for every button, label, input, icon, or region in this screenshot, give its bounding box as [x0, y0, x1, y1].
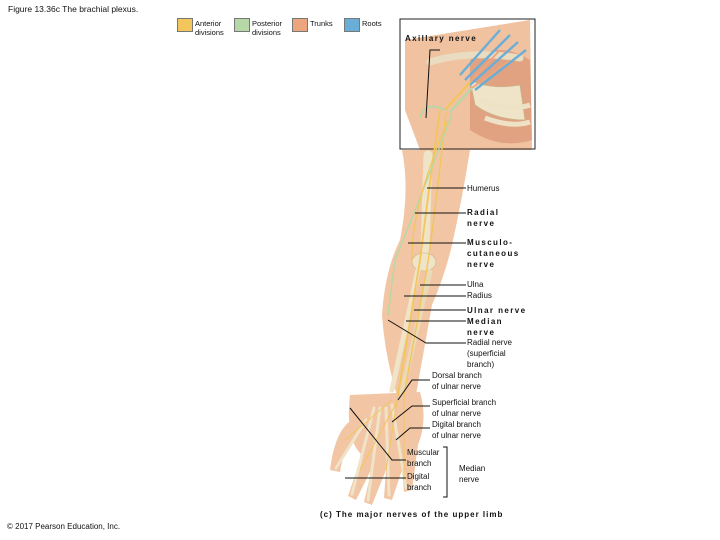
label-musculocutaneous-line1: Musculo- — [467, 238, 514, 247]
label-radial-nerve: Radial nerve — [467, 207, 499, 229]
label-muscular-branch-line1: Muscular — [407, 448, 440, 457]
leader-radial-superficial — [387, 319, 466, 344]
label-dorsal-branch-line2: of ulnar nerve — [432, 382, 481, 391]
label-median-nerve-line2: nerve — [467, 328, 496, 337]
brachial-plexus-roots — [419, 29, 527, 119]
leader-superficial-branch — [391, 405, 430, 423]
label-muscular-branch: Muscular branch — [407, 447, 439, 469]
label-radial-superficial-line3: branch) — [467, 360, 495, 369]
label-humerus: Humerus — [467, 184, 500, 193]
label-axillary-nerve: Axillary nerve — [405, 34, 478, 43]
rib-1 — [479, 97, 531, 111]
label-digital-branch-ulnar: Digital branch of ulnar nerve — [432, 419, 481, 441]
legend-posterior-line2: divisions — [252, 28, 281, 37]
figure-title: Figure 13.36c The brachial plexus. — [8, 4, 139, 14]
label-superficial-branch-line2: of ulnar nerve — [432, 409, 481, 418]
label-radial-superficial-line2: (superficial — [467, 349, 506, 358]
label-median-nerve: Median nerve — [467, 316, 503, 338]
figure-caption: (c) The major nerves of the upper limb — [320, 510, 504, 519]
rib-2 — [484, 115, 531, 127]
label-musculocutaneous-line2: cutaneous — [467, 249, 520, 258]
label-median-group-line2: nerve — [459, 475, 480, 484]
legend-anterior-line1: Anterior — [195, 19, 222, 28]
label-dorsal-branch-ulnar: Dorsal branch of ulnar nerve — [432, 370, 482, 392]
legend-swatch-trunks — [292, 18, 308, 32]
label-radial-superficial-branch: Radial nerve (superficial branch) — [467, 337, 512, 370]
elbow-joint — [411, 252, 437, 272]
label-median-nerve-group: Median nerve — [459, 463, 485, 485]
label-radial-nerve-line2: nerve — [467, 219, 496, 228]
leader-lines — [345, 49, 466, 498]
clavicle-bone — [426, 51, 524, 66]
label-median-nerve-line1: Median — [467, 317, 503, 326]
legend-trunks-text: Trunks — [310, 19, 333, 28]
leader-muscular-branch — [349, 407, 406, 461]
median-bracket — [443, 446, 448, 498]
label-muscular-branch-line2: branch — [407, 459, 432, 468]
label-radius: Radius — [467, 291, 492, 300]
label-musculocutaneous-nerve: Musculo-cutaneous nerve — [467, 237, 520, 270]
leader-axillary — [425, 49, 440, 119]
label-digital-branch-ulnar-line2: of ulnar nerve — [432, 431, 481, 440]
leader-dorsal-branch — [397, 379, 430, 401]
label-digital-branch-ulnar-line1: Digital branch — [432, 420, 481, 429]
label-digital-branch-line2: branch — [407, 483, 432, 492]
legend-posterior-line1: Posterior — [252, 19, 283, 28]
label-superficial-branch-ulnar: Superficial branch of ulnar nerve — [432, 397, 496, 419]
label-digital-branch-line1: Digital — [407, 472, 430, 481]
label-radial-superficial-line1: Radial nerve — [467, 338, 512, 347]
legend-swatch-posterior — [234, 18, 250, 32]
legend-swatch-roots — [344, 18, 360, 32]
label-dorsal-branch-line1: Dorsal branch — [432, 371, 482, 380]
label-median-group-line1: Median — [459, 464, 486, 473]
legend-roots-text: Roots — [362, 19, 382, 28]
label-musculocutaneous-line3: nerve — [467, 260, 496, 269]
label-digital-branch: Digital branch — [407, 471, 431, 493]
label-superficial-branch-line1: Superficial branch — [432, 398, 497, 407]
copyright-notice: © 2017 Pearson Education, Inc. — [7, 522, 121, 531]
leader-digital-ulnar — [395, 427, 430, 441]
legend-swatch-anterior — [177, 18, 193, 32]
label-ulna: Ulna — [467, 280, 484, 289]
label-ulnar-nerve: Ulnar nerve — [467, 306, 527, 315]
legend-anterior-line2: divisions — [195, 28, 224, 37]
inset-box — [399, 18, 536, 150]
label-radial-nerve-line1: Radial — [467, 208, 500, 217]
